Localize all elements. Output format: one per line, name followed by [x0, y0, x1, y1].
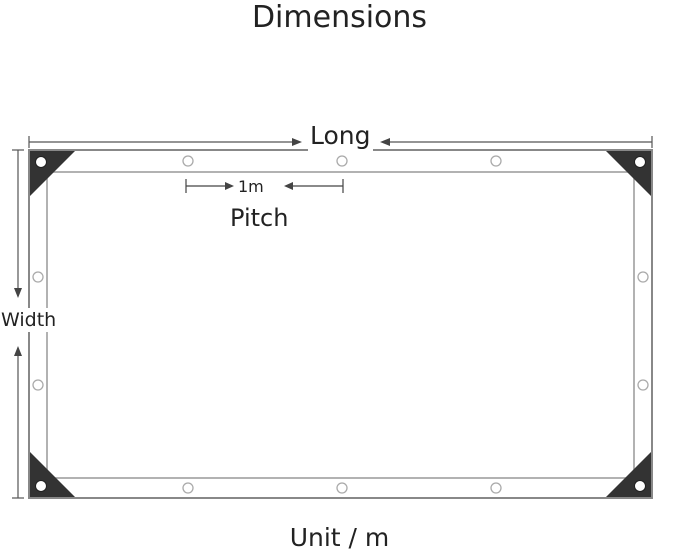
pitch-arrow-left-icon	[284, 182, 293, 190]
pitch-value-label: 1m	[238, 177, 264, 196]
width-arrow-up-icon	[14, 346, 22, 356]
corner-grommet-top-right-icon	[634, 156, 646, 168]
eyelet-top-2-icon	[336, 155, 348, 167]
tarp-hem-inner	[46, 171, 635, 479]
unit-label: Unit / m	[289, 523, 390, 552]
corner-grommet-bottom-left-icon	[35, 480, 47, 492]
width-label: Width	[1, 308, 57, 332]
width-dimension	[12, 149, 24, 499]
eyelet-left-2-icon	[32, 379, 44, 391]
long-label: Long	[308, 121, 373, 151]
eyelet-left-1-icon	[32, 271, 44, 283]
corner-grommet-bottom-right-icon	[634, 480, 646, 492]
eyelet-top-3-icon	[490, 155, 502, 167]
eyelet-bottom-3-icon	[490, 482, 502, 494]
width-arrow-down-icon	[14, 288, 22, 298]
pitch-arrow-right-icon	[225, 182, 234, 190]
eyelet-bottom-1-icon	[182, 482, 194, 494]
eyelet-right-1-icon	[637, 271, 649, 283]
eyelet-top-1-icon	[182, 155, 194, 167]
pitch-dimension	[185, 179, 344, 193]
diagram-title: Dimensions	[251, 0, 428, 35]
pitch-label: Pitch	[230, 204, 289, 232]
long-arrow-left-icon	[292, 138, 302, 146]
eyelet-right-2-icon	[637, 379, 649, 391]
corner-grommet-top-left-icon	[35, 156, 47, 168]
long-dimension	[28, 136, 653, 148]
long-arrow-right-icon	[380, 138, 390, 146]
eyelet-bottom-2-icon	[336, 482, 348, 494]
